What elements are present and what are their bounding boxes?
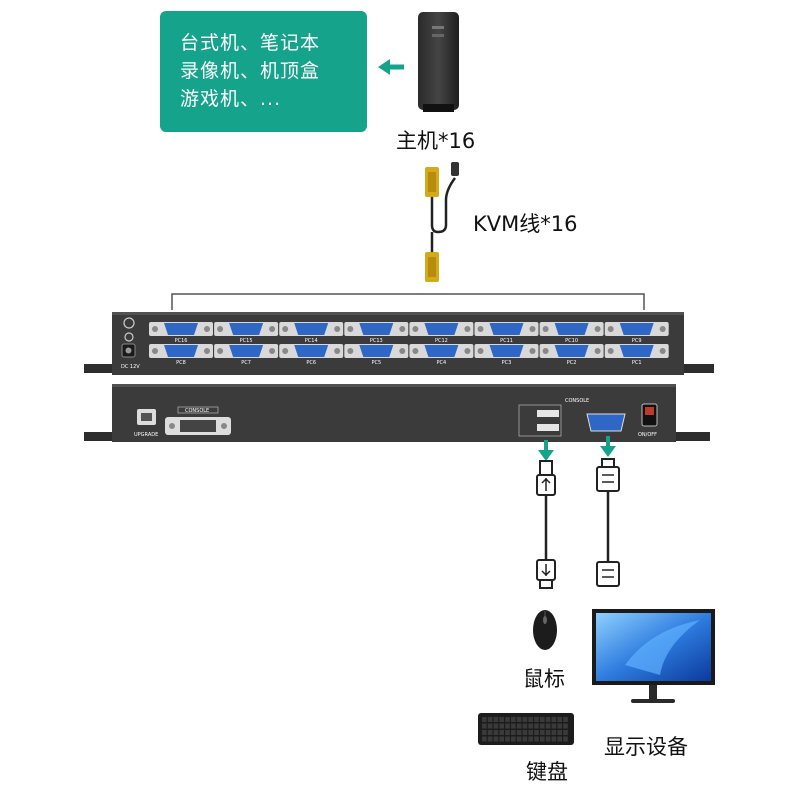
port-label: PC13 (370, 338, 383, 344)
device-types-callout: 台式机、笔记本 录像机、机顶盒 游戏机、... (160, 11, 367, 132)
mouse-icon (533, 610, 557, 650)
vga-port (409, 322, 474, 336)
vga-port (149, 344, 213, 358)
port-label: PC14 (305, 338, 318, 344)
vga-port (149, 322, 213, 336)
port-label: PC8 (176, 360, 186, 366)
vga-port (474, 344, 539, 358)
vga-port (279, 344, 344, 358)
upgrade-label: UPGRADE (134, 432, 158, 438)
vga-port (604, 344, 669, 358)
arrow-left-icon (378, 59, 404, 75)
display-label: 显示设备 (604, 735, 688, 759)
port-label: PC1 (632, 360, 642, 366)
kvm-cable-label: KVM线*16 (473, 212, 578, 236)
port-label: PC6 (306, 360, 316, 366)
port-label: PC12 (435, 338, 448, 344)
port-label: PC11 (500, 338, 513, 344)
arrow-down-icon (600, 436, 616, 457)
bracket-line (171, 293, 645, 310)
vga-port (539, 322, 604, 336)
vga-cable-icon (596, 458, 620, 587)
arrow-down-icon (538, 440, 554, 461)
port-label: PC3 (502, 360, 512, 366)
power-label: DC 12V (121, 364, 140, 370)
host-computer-icon (418, 12, 459, 112)
port-label: PC4 (437, 360, 447, 366)
callout-line-2: 录像机、机顶盒 (180, 60, 321, 82)
callout-line-3: 游戏机、... (180, 88, 282, 110)
port-label: PC2 (567, 360, 577, 366)
port-label: PC10 (565, 338, 578, 344)
port-label: PC5 (371, 360, 381, 366)
keyboard-label: 键盘 (526, 760, 568, 784)
keyboard-icon (478, 713, 574, 745)
port-label: PC9 (632, 338, 642, 344)
mouse-label: 鼠标 (523, 667, 565, 691)
vga-port (344, 344, 409, 358)
kvm-cable-icon (425, 162, 459, 282)
vga-port (214, 344, 279, 358)
vga-port (214, 322, 279, 336)
vga-port (474, 322, 539, 336)
vga-port (409, 344, 474, 358)
vga-port (604, 322, 669, 336)
switch-label: ON/OFF (638, 432, 657, 438)
callout-line-1: 台式机、笔记本 (180, 32, 321, 54)
host-label: 主机*16 (396, 129, 476, 153)
port-label: PC7 (241, 360, 251, 366)
console-label-right: CONSOLE (565, 398, 589, 404)
monitor-icon (592, 609, 715, 703)
kvm-back-panel: UPGRADE CONSOLE CONSOLE ON/OFF (84, 384, 710, 442)
vga-port (279, 322, 344, 336)
usb-cable-icon (536, 460, 556, 589)
console-label-left: CONSOLE (185, 408, 209, 414)
vga-port (344, 322, 409, 336)
vga-port (539, 344, 604, 358)
port-label: PC15 (240, 338, 253, 344)
port-label: PC16 (175, 338, 188, 344)
